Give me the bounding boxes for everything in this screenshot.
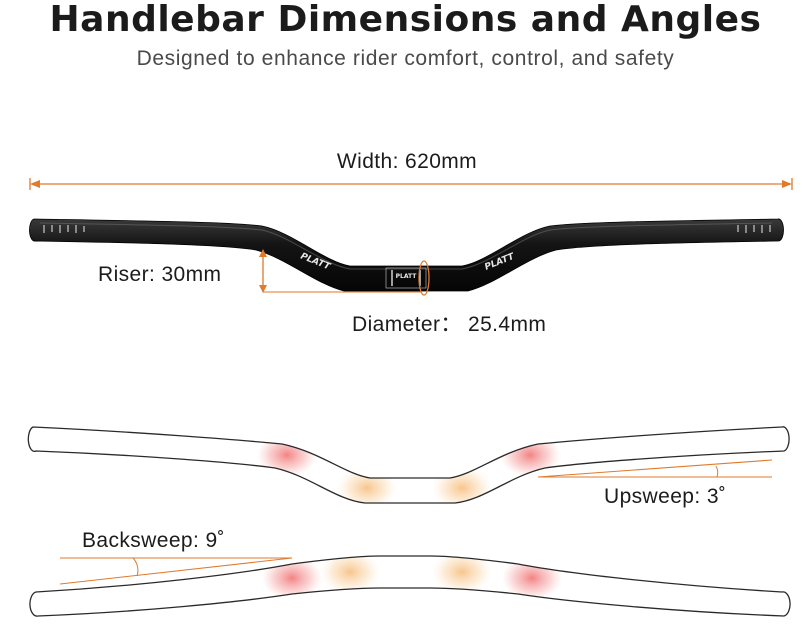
upsweep-label: Upsweep: 3˚ — [604, 485, 726, 508]
page-title: Handlebar Dimensions and Angles — [49, 0, 762, 40]
arrow-down-icon — [259, 285, 267, 293]
backsweep-outline-bar — [29, 555, 791, 617]
arrow-up-icon — [259, 249, 267, 257]
center-brand-logo: PLATT — [396, 273, 418, 280]
riser-dimension — [259, 249, 422, 293]
page-subtitle: Designed to enhance rider comfort, contr… — [136, 47, 675, 70]
arrow-right-icon — [782, 180, 792, 188]
arrow-left-icon — [30, 180, 40, 188]
handlebar-photo: PLATT PLATT PLATT — [29, 218, 784, 292]
upsweep-angle-lines — [537, 459, 773, 478]
grip-marks-right — [737, 225, 771, 233]
width-label: Width: 620mm — [337, 150, 477, 173]
grip-marks-left — [43, 225, 85, 233]
width-dimension — [29, 178, 793, 190]
diameter-label: Diameter： 25.4mm — [352, 313, 546, 336]
riser-label: Riser: 30mm — [98, 263, 221, 286]
diameter-marker — [418, 260, 430, 296]
backsweep-label: Backsweep: 9˚ — [82, 529, 225, 552]
backsweep-angle-lines — [59, 557, 293, 585]
